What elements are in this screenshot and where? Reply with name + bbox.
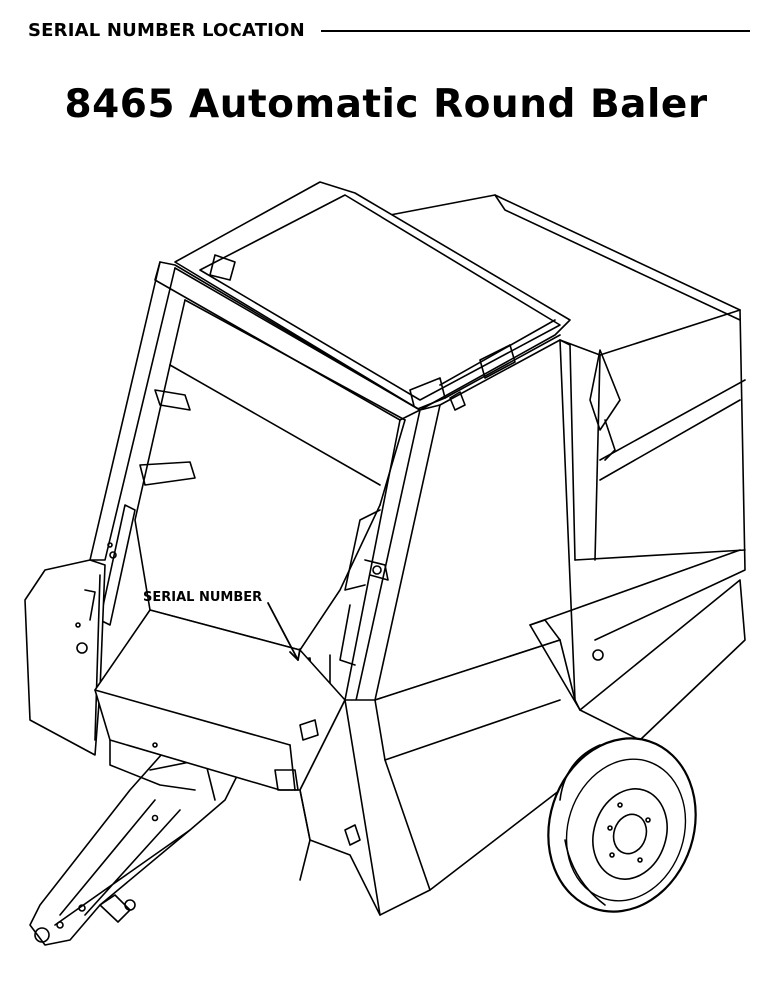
serial-number-callout: [267, 602, 301, 661]
baler-body: [24, 181, 746, 916]
baler-illustration: SERIAL NUMBER: [0, 170, 772, 960]
serial-number-label: SERIAL NUMBER: [143, 590, 262, 605]
section-rule: [320, 30, 750, 32]
section-label: SERIAL NUMBER LOCATION: [28, 19, 305, 41]
section-header: SERIAL NUMBER LOCATION: [28, 18, 750, 42]
page-title: 8465 Automatic Round Baler: [64, 82, 708, 127]
baler-drawing: SERIAL NUMBER: [24, 181, 746, 946]
wheel: [547, 737, 697, 913]
